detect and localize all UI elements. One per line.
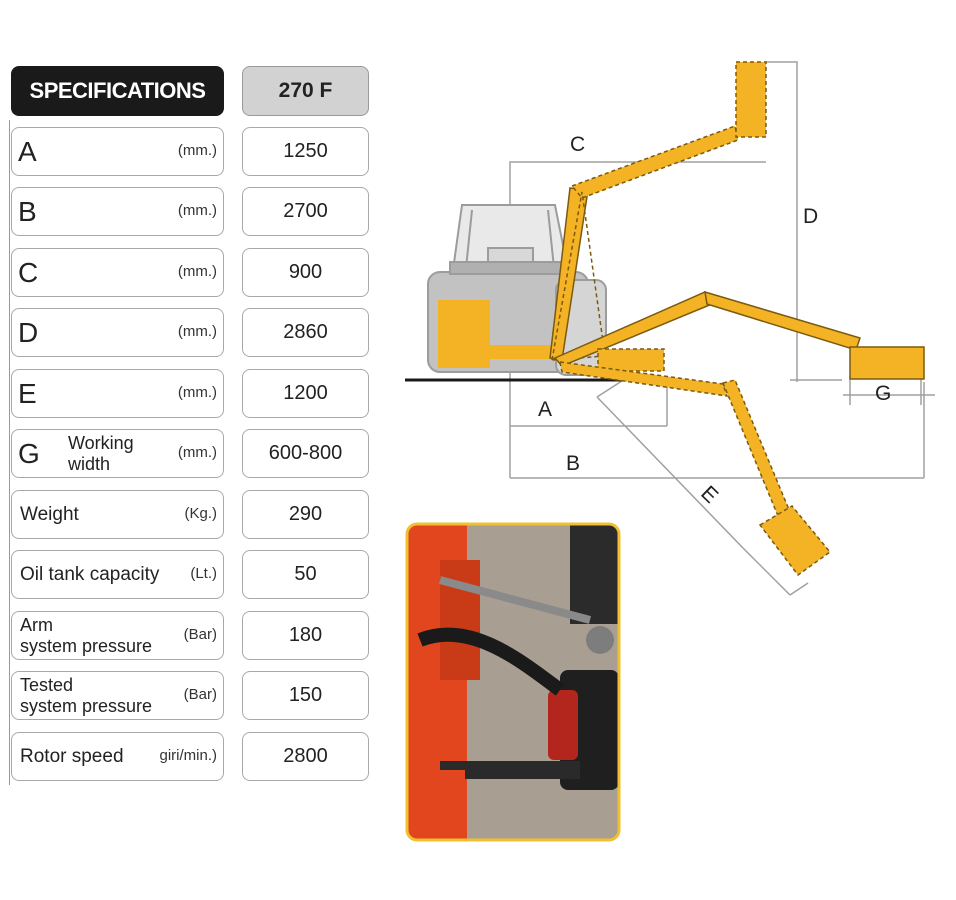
spec-value: 600-800 [268, 442, 343, 464]
spec-row-c-value-cell: 900 [242, 248, 369, 297]
spec-row-weight-value-cell: 290 [242, 490, 369, 539]
mower-head-horizontal [849, 346, 925, 380]
spec-row-b-value-cell: 2700 [242, 187, 369, 236]
spec-name-line2: system pressure [20, 696, 153, 716]
spec-unit: (Bar) [183, 626, 217, 643]
spec-unit: (mm.) [177, 323, 217, 340]
spec-row-g-value-cell: 600-800 [242, 429, 369, 478]
spec-unit: (Lt.) [190, 565, 217, 582]
spec-value: 2700 [283, 200, 328, 222]
mower-head-lowered [758, 505, 832, 577]
spec-row-d-value-cell: 2860 [242, 308, 369, 357]
spec-row-rotor-speed-label-cell: Rotor speed giri/min.) [11, 732, 224, 781]
dimension-label-d: D [803, 205, 819, 228]
spec-value: 1250 [283, 140, 328, 162]
dimension-lines [509, 61, 935, 596]
spec-name-line2: width [68, 454, 111, 474]
spec-row-e-value-cell: 1200 [242, 369, 369, 418]
specifications-header-label: SPECIFICATIONS [29, 78, 206, 103]
spec-row-oil-tank-value-cell: 50 [242, 550, 369, 599]
spec-value: 150 [288, 684, 323, 706]
spec-name: Rotor speed [20, 746, 124, 767]
spec-name: Oil tank capacity [20, 564, 160, 585]
spec-letter: G [18, 438, 40, 469]
spec-letter: E [18, 378, 37, 409]
spec-unit: (mm.) [177, 444, 217, 461]
spec-value: 50 [294, 563, 317, 585]
spec-letter: A [18, 136, 37, 167]
spec-unit: giri/min.) [159, 747, 217, 764]
spec-unit: (Kg.) [184, 505, 217, 522]
spec-unit: (Bar) [183, 686, 217, 703]
dimension-label-a: A [538, 398, 553, 421]
spec-unit: (mm.) [177, 202, 217, 219]
dimension-label-g: G [875, 382, 892, 405]
spec-value: 290 [288, 503, 323, 525]
mower-mount-frame [438, 300, 490, 368]
spec-unit: (mm.) [177, 142, 217, 159]
spec-letter: C [18, 257, 39, 288]
spec-name-line1: Tested [20, 675, 74, 695]
spec-row-rotor-speed-value-cell: 2800 [242, 732, 369, 781]
spec-value: 2800 [283, 745, 328, 767]
spec-row-weight-label-cell: Weight (Kg.) [11, 490, 224, 539]
spec-name: Weight [20, 504, 79, 525]
dimension-label-b: B [566, 452, 581, 475]
specifications-header: SPECIFICATIONS [11, 66, 224, 116]
spec-row-a-label-cell: A (mm.) [11, 127, 224, 176]
spec-row-c-label-cell: C (mm.) [11, 248, 224, 297]
spec-unit: (mm.) [177, 263, 217, 280]
mower-arm-positions [438, 61, 925, 577]
spec-letter: D [18, 317, 39, 348]
spec-name-line1: Arm [20, 615, 53, 635]
spec-row-d-label-cell: D (mm.) [11, 308, 224, 357]
model-header-label: 270 F [278, 79, 333, 102]
spec-value: 180 [288, 624, 323, 646]
spec-row-e-label-cell: E (mm.) [11, 369, 224, 418]
spec-name-line1: Working [68, 433, 134, 453]
spec-row-arm-pressure-value-cell: 180 [242, 611, 369, 660]
photo-frame [405, 522, 621, 842]
spec-letter: B [18, 196, 37, 227]
model-header: 270 F [242, 66, 369, 116]
spec-row-a-value-cell: 1250 [242, 127, 369, 176]
spec-unit: (mm.) [177, 384, 217, 401]
spec-value: 1200 [283, 382, 328, 404]
spec-row-tested-pressure-value-cell: 150 [242, 671, 369, 720]
spec-name-line2: system pressure [20, 636, 153, 656]
spec-value: 2860 [283, 321, 328, 343]
spec-row-b-label-cell: B (mm.) [11, 187, 224, 236]
spec-row-oil-tank-label-cell: Oil tank capacity (Lt.) [11, 550, 224, 599]
table-left-rule [9, 120, 10, 785]
dimension-label-c: C [570, 133, 586, 156]
spec-value: 900 [288, 261, 323, 283]
mower-mount-bar [490, 345, 552, 359]
